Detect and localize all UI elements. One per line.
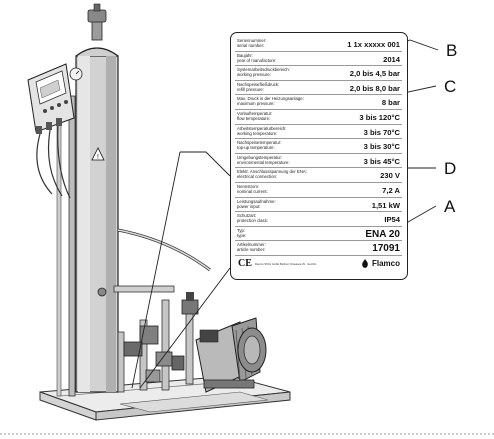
ce-mark: CE	[238, 258, 252, 269]
nameplate-row-label-line: power input:	[237, 203, 261, 209]
nameplate-row-label-line: maximum pressure:	[237, 101, 275, 107]
manufacturer-line: Flamco STAG GmbH Berliner Chaussee 29 · …	[255, 263, 317, 266]
nameplate-row: Elektr. Anschlussspannung der ENA:electr…	[235, 167, 402, 183]
nameplate-row-label-line: year of manufacture:	[237, 57, 277, 63]
nameplate-row-label-line: protection class:	[237, 218, 269, 224]
nameplate-row-label-line: refill pressure:	[237, 86, 264, 92]
controller-box	[27, 63, 83, 134]
nameplate-row-value: 3 bis 70°C	[363, 127, 400, 137]
nameplate-row: Leistungsaufnahme:power input: 1,51 kW	[235, 197, 402, 213]
nameplate-row-label: Nachspeisefließdruck:refill pressure:	[237, 82, 329, 92]
nameplate-row-label: Baujahr:year of manufacture:	[237, 53, 329, 63]
nameplate-row-value: 230 V	[380, 171, 400, 181]
nameplate-row: Max. Druck in der Heizungsanlage:maximum…	[235, 94, 402, 110]
nameplate-row-label-line: working temperature:	[237, 130, 278, 136]
nameplate-row-value: 17091	[372, 243, 400, 255]
nameplate-row-label-line: top-up temperature:	[237, 145, 275, 151]
nameplate-row: Arbeitstemperaturbereich:working tempera…	[235, 124, 402, 140]
nameplate-row-label-line: Nachspeisetemperatur:	[237, 140, 282, 146]
nameplate-row: Artikelnummer:article number: 17091	[235, 240, 402, 256]
nameplate-row-label-line: Leistungsaufnahme:	[237, 198, 276, 204]
nameplate: Seriennummer:serial number: 1 1x xxxxx 00…	[230, 32, 408, 280]
nameplate-row: Vorlauftemperatur:flow temperature: 3 bis…	[235, 109, 402, 125]
nameplate-row-label-line: serial number:	[237, 43, 265, 48]
nameplate-row: Umgebungstemperatur:environmental temper…	[235, 153, 402, 169]
callout-a: A	[444, 197, 456, 216]
nameplate-row-value: IP54	[384, 215, 400, 225]
nameplate-row-value: 1,51 kW	[371, 200, 400, 210]
nameplate-row-label: Max. Druck in der Heizungsanlage:maximum…	[237, 96, 329, 106]
nameplate-row-value: 3 bis 45°C	[363, 156, 400, 166]
svg-text:!: !	[97, 154, 99, 161]
callout-b: B	[446, 41, 458, 60]
nameplate-row-label-line: Arbeitstemperaturbereich:	[237, 125, 287, 131]
nameplate-row-label-line: Schutzart:	[237, 213, 257, 219]
nameplate-row-label: Umgebungstemperatur:environmental temper…	[237, 155, 329, 165]
nameplate-row: Baujahr:year of manufacture: 2014	[235, 51, 402, 67]
nameplate-row: Nachspeisetemperatur:top-up temperature:…	[235, 138, 402, 154]
nameplate-row-label-line: Seriennummer:	[237, 38, 267, 43]
callout-c: C	[444, 77, 457, 96]
valves	[97, 287, 199, 383]
nameplate-row: Seriennummer:serial number: 1 1x xxxxx 00…	[235, 36, 402, 52]
nameplate-row-label-line: type:	[237, 232, 247, 238]
nameplate-row-label-line: working pressure:	[237, 72, 271, 78]
nameplate-row-label-line: Nennstrom:	[237, 184, 260, 189]
expansion-vessel: !	[75, 47, 119, 393]
nameplate-row-value: 3 bis 120°C	[359, 113, 400, 122]
brand-name: Flamco	[371, 259, 400, 268]
nameplate-row-label: Nennstrom:nominal current:	[237, 184, 329, 194]
nameplate-row-label-line: Baujahr:	[237, 52, 254, 58]
nameplate-row: Nennstrom:nominal current: 7,2 A	[235, 182, 402, 198]
nameplate-row-label-line: Artikelnummer:	[237, 242, 266, 248]
nameplate-row-value: 3 bis 30°C	[363, 142, 400, 152]
nameplate-row-label-line: Nachspeisefließdruck:	[237, 81, 280, 87]
nameplate-leader	[131, 151, 231, 389]
vent-valve	[87, 3, 107, 41]
nameplate-row-label: Systemarbeitsdruckbereich:working pressu…	[237, 67, 329, 77]
nameplate-row-value: ENA 20	[365, 228, 400, 240]
nameplate-row-label: Nachspeisetemperatur:top-up temperature:	[237, 140, 329, 150]
nameplate-row-label-line: Umgebungstemperatur:	[237, 154, 283, 160]
nameplate-row: Nachspeisefließdruck:refill pressure: 2,0…	[235, 80, 402, 96]
nameplate-row-value: 2,0 bis 8,0 bar	[349, 83, 400, 93]
nameplate-row-label-line: Typ:	[237, 227, 246, 233]
nameplate-row: Schutzart:protection class: IP54	[235, 211, 402, 227]
nameplate-row-label-line: Max. Druck in der Heizungsanlage:	[237, 96, 304, 102]
nameplate-row-label-line: environmental temperature:	[237, 159, 290, 165]
nameplate-row-value: 7,2 A	[382, 186, 400, 195]
nameplate-row-label-line: Vorlauftemperatur:	[237, 111, 273, 116]
nameplate-row: Systemarbeitsdruckbereich:working pressu…	[235, 65, 402, 81]
nameplate-row-label: Arbeitstemperaturbereich:working tempera…	[237, 126, 329, 136]
brand-logo: Flamco	[361, 259, 400, 268]
callout-d: D	[444, 159, 457, 178]
cables	[36, 125, 71, 199]
pipes	[113, 228, 211, 393]
nameplate-row-label-line: Elektr. Anschlussspannung der ENA:	[237, 169, 307, 175]
nameplate-row: Typ:type: ENA 20	[235, 226, 402, 242]
nameplate-row-label: Elektr. Anschlussspannung der ENA:electr…	[237, 169, 329, 179]
nameplate-row-label-line: article number:	[237, 247, 266, 253]
nameplate-row-label-line: flow temperature:	[237, 116, 271, 121]
nameplate-row-label: Seriennummer:serial number:	[237, 38, 329, 48]
nameplate-row-label: Schutzart:protection class:	[237, 213, 329, 223]
nameplate-row-value: 1 1x xxxxx 001	[347, 40, 400, 49]
nameplate-row-label: Typ:type:	[237, 228, 329, 238]
nameplate-row-label: Vorlauftemperatur:flow temperature:	[237, 111, 329, 121]
pump-motor	[195, 317, 267, 393]
frame-legs	[56, 95, 76, 397]
nameplate-row-value: 2,0 bis 4,5 bar	[349, 69, 400, 79]
nameplate-row-label: Artikelnummer:article number:	[237, 242, 329, 252]
nameplate-row-label-line: electrical connection:	[237, 174, 278, 180]
nameplate-row-label-line: Systemarbeitsdruckbereich:	[237, 67, 291, 73]
nameplate-row-value: 8 bar	[381, 98, 400, 108]
flamco-logo-icon	[362, 259, 368, 268]
nameplate-row-value: 2014	[383, 54, 400, 64]
nameplate-row-label: Leistungsaufnahme:power input:	[237, 199, 329, 209]
nameplate-row-label-line: nominal current:	[237, 189, 268, 194]
